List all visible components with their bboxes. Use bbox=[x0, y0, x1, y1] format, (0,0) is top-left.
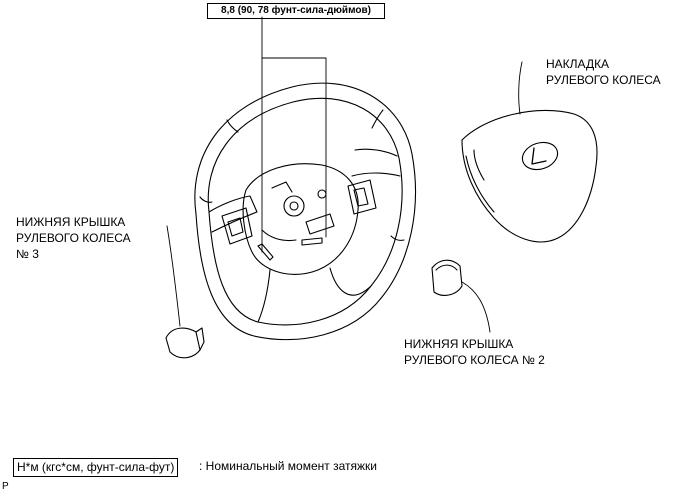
pad-label-line-2: РУЛЕВОГО КОЛЕСА bbox=[546, 73, 661, 87]
lower-cover-no3-label: НИЖНЯЯ КРЫШКА РУЛЕВОГО КОЛЕСА № 3 bbox=[16, 214, 131, 262]
lower-cover-no2-label-line-2: РУЛЕВОГО КОЛЕСА № 2 bbox=[404, 353, 545, 367]
torque-spec-box: 8,8 (90, 78 фунт-сила-дюймов) bbox=[207, 3, 385, 19]
lower-cover-no3-label-line-2: РУЛЕВОГО КОЛЕСА bbox=[16, 231, 131, 245]
steering-wheel-pad bbox=[461, 109, 598, 243]
pad-label-line-1: НАКЛАДКА bbox=[546, 57, 610, 71]
lower-cover-no3 bbox=[165, 327, 205, 359]
lower-cover-no2 bbox=[431, 259, 463, 296]
pad-label: НАКЛАДКА РУЛЕВОГО КОЛЕСА bbox=[546, 56, 661, 88]
lower-cover-no2-label-line-1: НИЖНЯЯ КРЫШКА bbox=[404, 337, 514, 351]
lower-cover-no2-label: НИЖНЯЯ КРЫШКА РУЛЕВОГО КОЛЕСА № 2 bbox=[404, 336, 545, 368]
figure-code: P bbox=[2, 481, 9, 492]
lower-cover-no3-label-line-1: НИЖНЯЯ КРЫШКА bbox=[16, 215, 126, 229]
legend-unit-box: Н*м (кгс*см, фунт-сила-фут) bbox=[13, 458, 179, 477]
lower-cover-no3-label-line-3: № 3 bbox=[16, 247, 39, 261]
torque-leader-lines bbox=[261, 16, 327, 253]
legend-description: : Номинальный момент затяжки bbox=[199, 459, 377, 473]
steering-wheel bbox=[194, 82, 417, 341]
